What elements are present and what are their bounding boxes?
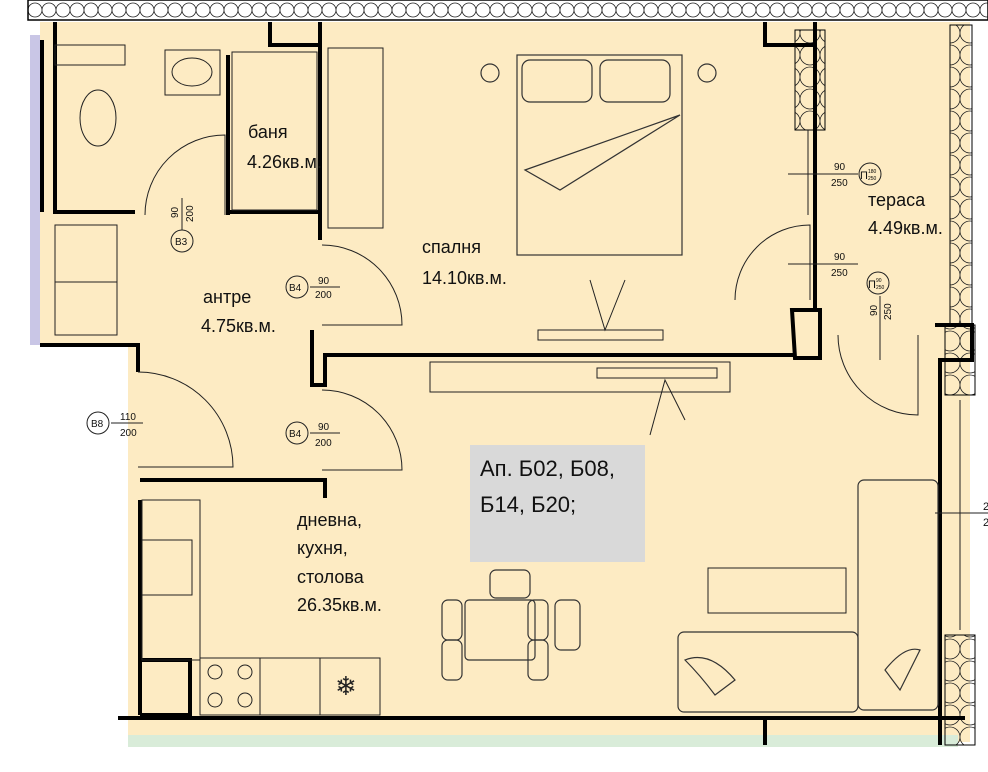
- walls: [40, 22, 974, 745]
- tv-icon: [596, 367, 718, 379]
- terrace-edge-strip: [128, 735, 958, 747]
- living-line-2: кухня,: [297, 538, 348, 558]
- door-tag-b4-top: B4 90 200: [285, 275, 340, 301]
- apartments-line-2: Б14, Б20;: [480, 492, 576, 517]
- door-height: 200: [315, 290, 332, 301]
- bedroom-area: 14.10кв.м.: [422, 268, 507, 288]
- window-tag-p2: 90 250 П 90 250 90 250: [788, 252, 894, 360]
- toilet-icon: [79, 89, 117, 147]
- window-tag-p1: 90 250 П 180 250: [788, 162, 882, 189]
- door-width: 90: [318, 276, 330, 287]
- window-sub-height: 250: [868, 176, 877, 182]
- door-tag-b3: B3 90 200: [170, 198, 196, 253]
- top-railing: [27, 0, 988, 21]
- bathroom-name: баня: [248, 122, 288, 142]
- door-height: 200: [315, 438, 332, 449]
- apartments-line-1: Ап. Б02, Б08,: [480, 456, 615, 481]
- lamp-icon: [480, 63, 500, 83]
- door-tag-b4-bottom: B4 90 200: [285, 421, 340, 449]
- door-tag-b8: B8 110 200: [86, 411, 143, 439]
- door-height: 200: [185, 205, 196, 222]
- bed-icon: [516, 54, 683, 256]
- window-tag-label: П: [860, 170, 868, 182]
- hall-area: 4.75кв.м.: [201, 316, 276, 336]
- living-area: 26.35кв.м.: [297, 595, 382, 615]
- bathtub-icon: [231, 51, 318, 211]
- edge-dim-a: 2: [983, 501, 988, 513]
- window-sub-width: 90: [876, 278, 882, 284]
- living-line-1: дневна,: [297, 510, 362, 530]
- freezer-icon: ❄: [335, 671, 357, 701]
- bedroom-name: спалня: [422, 237, 481, 257]
- chair-icon: [489, 569, 531, 599]
- fixtures: ❄: [54, 44, 961, 716]
- hall-name: антре: [203, 287, 251, 307]
- dining-table-icon: [464, 599, 536, 661]
- bathroom-area: 4.26кв.м.: [247, 152, 322, 172]
- terrace-name: тераса: [868, 190, 926, 210]
- window-tag-label: П: [868, 279, 876, 291]
- door-width: 90: [170, 206, 181, 218]
- apartment-label-box: [470, 445, 645, 562]
- kitchen-sink-icon: [141, 539, 193, 596]
- edge-dimension: 2 2: [935, 501, 988, 529]
- door-tag-label: B4: [289, 429, 302, 440]
- living-line-3: столова: [297, 567, 365, 587]
- sofa-icon: [857, 479, 939, 711]
- facade-railing-right: [944, 634, 976, 746]
- window-sub-width: 180: [868, 169, 877, 175]
- window-width-vertical: 90: [869, 304, 880, 316]
- edge-dim-b: 2: [983, 517, 988, 529]
- window-height: 250: [831, 268, 848, 279]
- window-height: 250: [831, 178, 848, 189]
- window-width: 90: [834, 252, 846, 263]
- coffee-table-icon: [707, 567, 847, 614]
- sink-icon: [164, 49, 221, 96]
- tv-icon: [537, 329, 664, 341]
- window-width: 90: [834, 162, 846, 173]
- stove-icon: [207, 664, 223, 680]
- door-tag-label: B3: [175, 237, 188, 248]
- door-width: 90: [318, 422, 330, 433]
- terrace-area: 4.49кв.м.: [868, 218, 943, 238]
- lamp-icon: [697, 63, 717, 83]
- terrace-railing-right: [949, 24, 973, 326]
- door-tag-label: B8: [91, 419, 104, 430]
- window-sub-height: 250: [876, 285, 885, 291]
- bottom-white: [0, 747, 988, 772]
- wardrobe-icon: [327, 47, 384, 229]
- cutout-white: [0, 345, 128, 772]
- door-width: 110: [120, 412, 136, 423]
- window-height-vertical: 250: [883, 303, 894, 320]
- door-tag-label: B4: [289, 283, 302, 294]
- closet-icon: [54, 224, 118, 336]
- door-height: 200: [120, 428, 137, 439]
